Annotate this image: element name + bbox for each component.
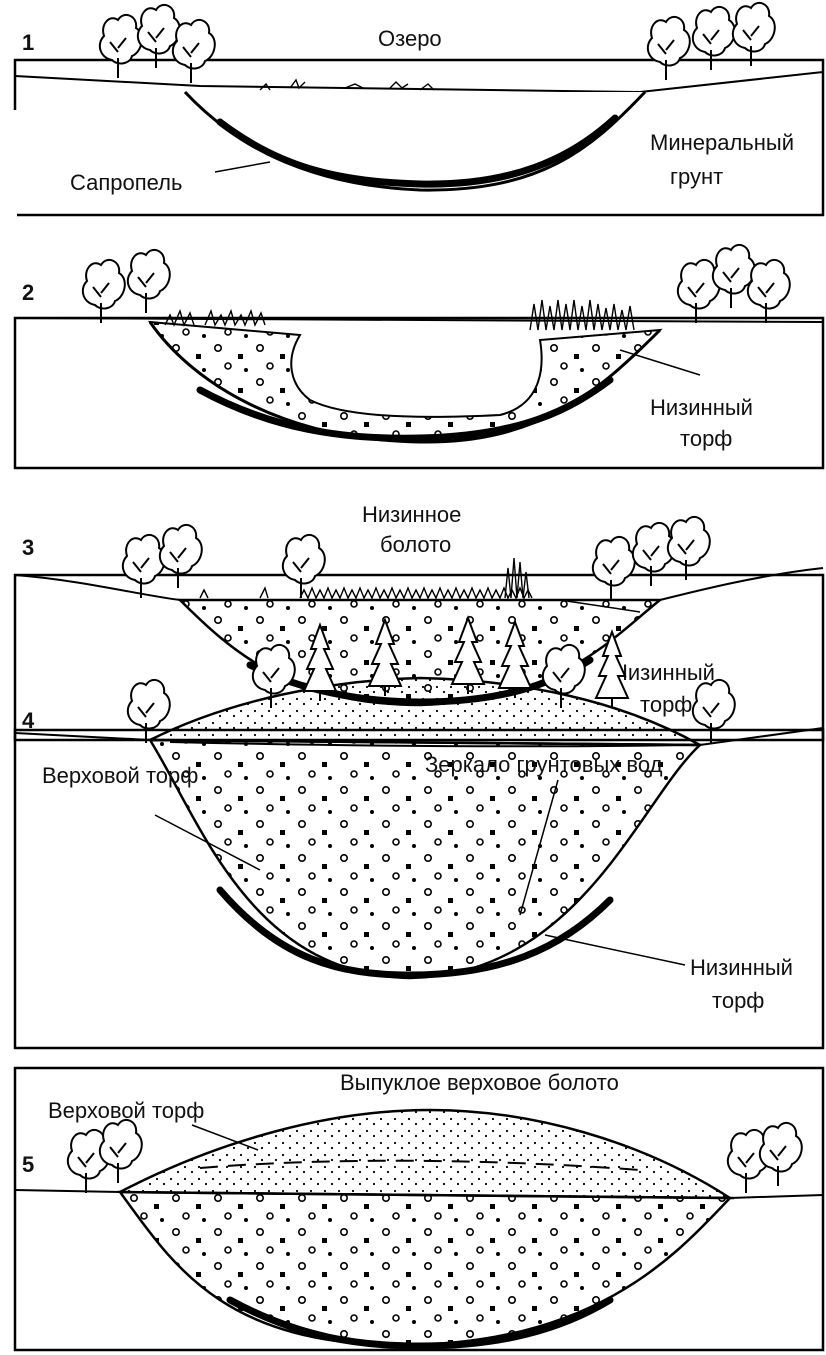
stage-5-label-raised-peat: Верховой торф [48, 1098, 204, 1123]
stage-4-label-water-table: Зеркало грунтовых вод [425, 752, 663, 777]
stage-3-trees-right [593, 517, 710, 600]
stage-3-title-line2: болото [380, 532, 451, 557]
stage-2-fen-leader [620, 350, 700, 375]
stage-5-raised-peat-dome [120, 1110, 730, 1198]
stage-3-trees-left [123, 525, 202, 598]
stage-3-label-peat: торф [640, 692, 692, 717]
stage-3-tree-center [283, 535, 325, 598]
stage-1-shrubs-left [100, 5, 215, 83]
stage-3-title-line1: Низинное [362, 502, 461, 527]
stage-5-trees-right [728, 1123, 802, 1193]
stage-4-fen-leader [545, 935, 685, 965]
stage-2-label-fen-peat: Низинный [650, 395, 753, 420]
stage-4-label-fen-peat: Низинный [690, 955, 793, 980]
stage-5-number: 5 [22, 1152, 34, 1177]
stage-2: 2 Низинный торф [15, 245, 823, 468]
stage-5-title: Выпуклое верховое болото [340, 1070, 619, 1095]
stage-1-number: 1 [22, 30, 34, 55]
stage-4-label-raised-peat: Верховой торф [42, 763, 198, 788]
stage-2-shrubs-left [83, 250, 170, 323]
stage-1-ground-line [15, 72, 823, 92]
stage-1-sapropel-leader [215, 162, 270, 172]
stage-4-label-peat: торф [712, 988, 764, 1013]
stage-2-shrubs-right [678, 245, 790, 323]
stage-1-title: Озеро [378, 26, 442, 51]
stage-1-label-sapropel: Сапропель [70, 170, 182, 195]
stage-4-number: 4 [22, 708, 35, 733]
stage-5-trees-left [68, 1120, 142, 1193]
stage-1: 1 Озеро Сапропель Минеральный грунт [13, 3, 823, 220]
stage-3-label-fen-peat: Низинный [612, 660, 715, 685]
stage-1-label-ground: грунт [670, 164, 723, 189]
stage-1-label-mineral: Минеральный [650, 130, 794, 155]
stage-3-number: 3 [22, 535, 34, 560]
stage-2-label-peat: торф [680, 426, 732, 451]
stage-3-sedge-surface [200, 558, 532, 598]
stage-2-number: 2 [22, 280, 34, 305]
stage-2-reeds-right [530, 300, 634, 330]
stage-5-fen-peat [120, 1192, 730, 1345]
stage-1-shrubs-right [648, 3, 775, 80]
stage-5: 5 Выпуклое верховое болото Верховой торф [15, 1068, 823, 1350]
